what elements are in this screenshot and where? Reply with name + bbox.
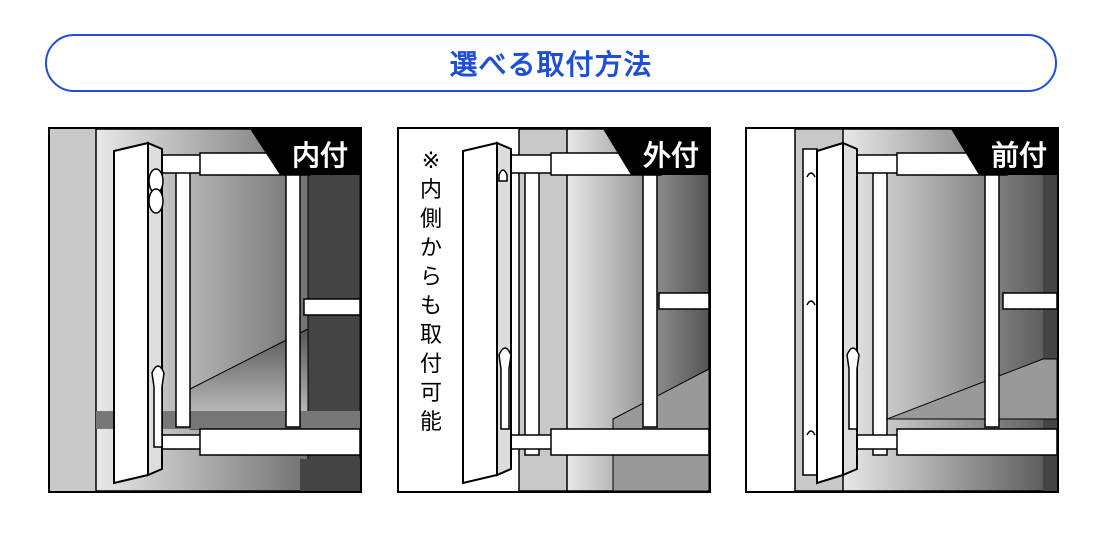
note-char: 内 bbox=[419, 178, 442, 203]
note-char: か bbox=[419, 236, 442, 261]
label-front-mount: 前付 bbox=[991, 139, 1047, 172]
note-char: ら bbox=[419, 265, 442, 290]
label-outside-mount: 外付 bbox=[643, 139, 699, 172]
outside-mount-illustration: 外付 bbox=[399, 129, 709, 491]
label-bg-front bbox=[951, 129, 1057, 175]
label-bg-outside bbox=[603, 129, 709, 175]
note-char: も bbox=[419, 294, 442, 319]
label-bg-inside bbox=[250, 129, 360, 175]
note-char: ※ bbox=[421, 149, 441, 174]
note-inside-mount-possible: ※ 内 側 か ら も 取 付 可 能 bbox=[414, 147, 448, 437]
panel-inside-mount: 内付 bbox=[48, 127, 362, 493]
note-char: 付 bbox=[419, 352, 442, 377]
front-mount-illustration: 前付 bbox=[747, 129, 1057, 491]
label-inside-mount: 内付 bbox=[292, 139, 348, 172]
note-char: 能 bbox=[419, 410, 442, 435]
panel-front-mount: 前付 bbox=[745, 127, 1059, 493]
note-char: 可 bbox=[419, 381, 442, 406]
panel-outside-mount: 外付 ※ 内 側 か ら も 取 付 可 能 bbox=[397, 127, 711, 493]
page-title: 選べる取付方法 bbox=[449, 48, 653, 81]
title-banner: 選べる取付方法 bbox=[45, 34, 1057, 92]
note-char: 取 bbox=[419, 323, 442, 348]
note-char: 側 bbox=[419, 207, 442, 232]
inside-mount-illustration: 内付 bbox=[50, 129, 360, 491]
